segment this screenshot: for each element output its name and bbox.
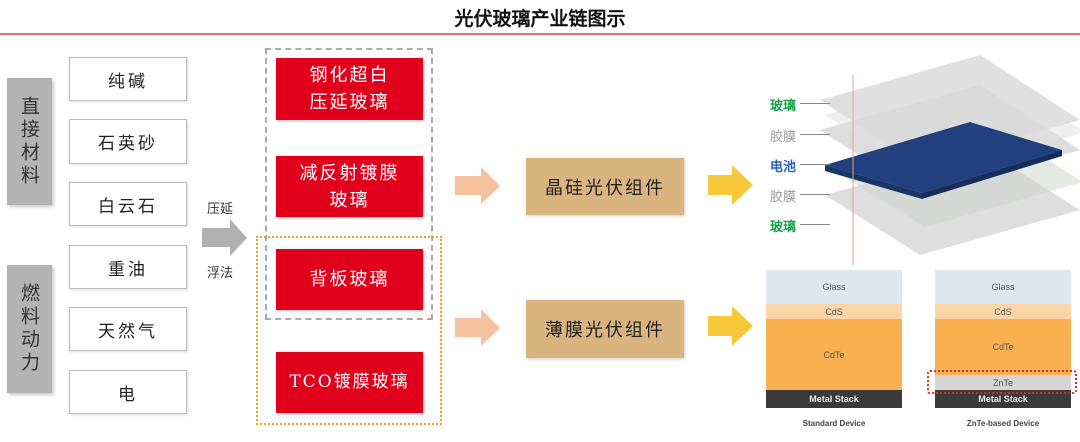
- material-box: 重油: [69, 245, 187, 289]
- glass-type-box: 背板玻璃: [276, 249, 423, 310]
- layer-label: 电池: [770, 160, 797, 175]
- crystalline-group-frame: [265, 48, 433, 320]
- layer-znte: ZnTe: [935, 375, 1071, 390]
- layer-cdte: CdTe: [935, 319, 1071, 375]
- layer-cdte: CdTe: [766, 319, 902, 390]
- layer-metal-stack: Metal Stack: [935, 390, 1071, 408]
- title-divider: [0, 33, 1080, 35]
- glass-type-box: TCO镀膜玻璃: [276, 352, 423, 413]
- material-box: 白云石: [69, 182, 187, 226]
- arrow-icon: [455, 309, 500, 346]
- material-box: 石英砂: [69, 119, 187, 164]
- category-direct-materials: 直接材料: [7, 78, 52, 205]
- process-rolling-label: 压延: [207, 202, 234, 217]
- layer-glass: Glass: [766, 270, 902, 304]
- layer-cds: CdS: [935, 304, 1071, 319]
- process-float-label: 浮法: [207, 266, 234, 281]
- standard-device-diagram: Glass CdS CdTe Metal Stack: [766, 270, 902, 408]
- material-box: 电: [69, 370, 187, 414]
- module-box-crystalline: 晶硅光伏组件: [526, 158, 684, 215]
- layer-glass: Glass: [935, 270, 1071, 304]
- process-arrow-icon: [202, 219, 247, 256]
- layer-cds: CdS: [766, 304, 902, 319]
- module-box-thin-film: 薄膜光伏组件: [526, 300, 684, 358]
- glass-type-box: 减反射镀膜 玻璃: [276, 156, 423, 217]
- layer-label: 胶膜: [770, 190, 797, 205]
- category-fuel-power: 燃料动力: [7, 265, 52, 393]
- page-title: 光伏玻璃产业链图示: [454, 8, 626, 30]
- layer-label: 胶膜: [770, 130, 797, 145]
- layer-label: 玻璃: [770, 220, 797, 235]
- glass-type-box: 钢化超白 压延玻璃: [276, 58, 423, 120]
- layer-label: 玻璃: [770, 99, 797, 114]
- module-exploded-view: [820, 55, 1080, 265]
- material-box: 纯碱: [69, 57, 187, 101]
- material-box: 天然气: [69, 307, 187, 351]
- device-caption: ZnTe-based Device: [966, 419, 1040, 428]
- layer-metal-stack: Metal Stack: [766, 390, 902, 408]
- znte-device-diagram: Glass CdS CdTe ZnTe Metal Stack: [927, 270, 1077, 408]
- arrow-icon: [455, 167, 500, 204]
- highlight-frame: [927, 370, 1077, 394]
- arrow-icon: [708, 306, 753, 346]
- thin-film-group-frame: [256, 236, 442, 425]
- device-caption: Standard Device: [802, 419, 866, 428]
- arrow-icon: [708, 165, 753, 205]
